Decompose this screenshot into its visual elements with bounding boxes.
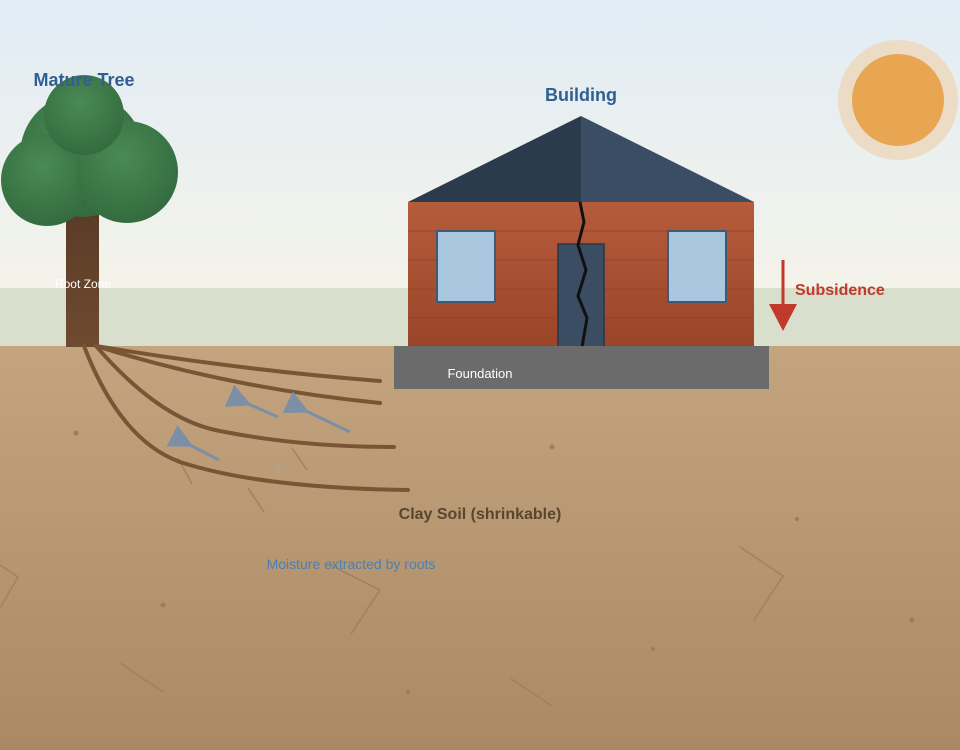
building bbox=[408, 116, 754, 349]
moisture-arrow-icon bbox=[224, 384, 279, 419]
wall-crack bbox=[576, 201, 589, 348]
soil-cracks bbox=[0, 447, 785, 707]
soil-specks bbox=[73, 430, 915, 694]
moisture-arrow-icon bbox=[166, 425, 220, 462]
root bbox=[82, 344, 410, 492]
root bbox=[94, 344, 382, 405]
foundation bbox=[394, 346, 769, 389]
moisture-arrows bbox=[166, 384, 351, 462]
root bbox=[94, 344, 382, 383]
subsidence-label: Subsidence bbox=[795, 282, 885, 299]
sun-icon bbox=[838, 40, 958, 160]
subsidence-arrow-icon bbox=[769, 260, 797, 331]
tree-trunk bbox=[66, 205, 99, 347]
tree bbox=[1, 75, 178, 347]
window-left bbox=[436, 230, 496, 303]
root-zone-label: Root Zone bbox=[55, 277, 111, 291]
building-label: Building bbox=[545, 85, 617, 105]
moisture-arrow-icon bbox=[282, 391, 351, 434]
roof-right bbox=[581, 116, 754, 202]
window-right bbox=[667, 230, 727, 303]
root bbox=[94, 344, 396, 449]
tree-label: Mature Tree bbox=[33, 70, 134, 90]
tree-roots bbox=[82, 344, 410, 492]
door bbox=[557, 243, 605, 349]
foundation-label: Foundation bbox=[447, 366, 512, 381]
clay-soil bbox=[0, 346, 960, 750]
roof-left bbox=[408, 116, 581, 202]
tree-foliage bbox=[1, 75, 178, 226]
soil-label: Clay Soil (shrinkable) bbox=[399, 506, 562, 523]
moisture-label: Moisture extracted by roots bbox=[267, 556, 436, 572]
